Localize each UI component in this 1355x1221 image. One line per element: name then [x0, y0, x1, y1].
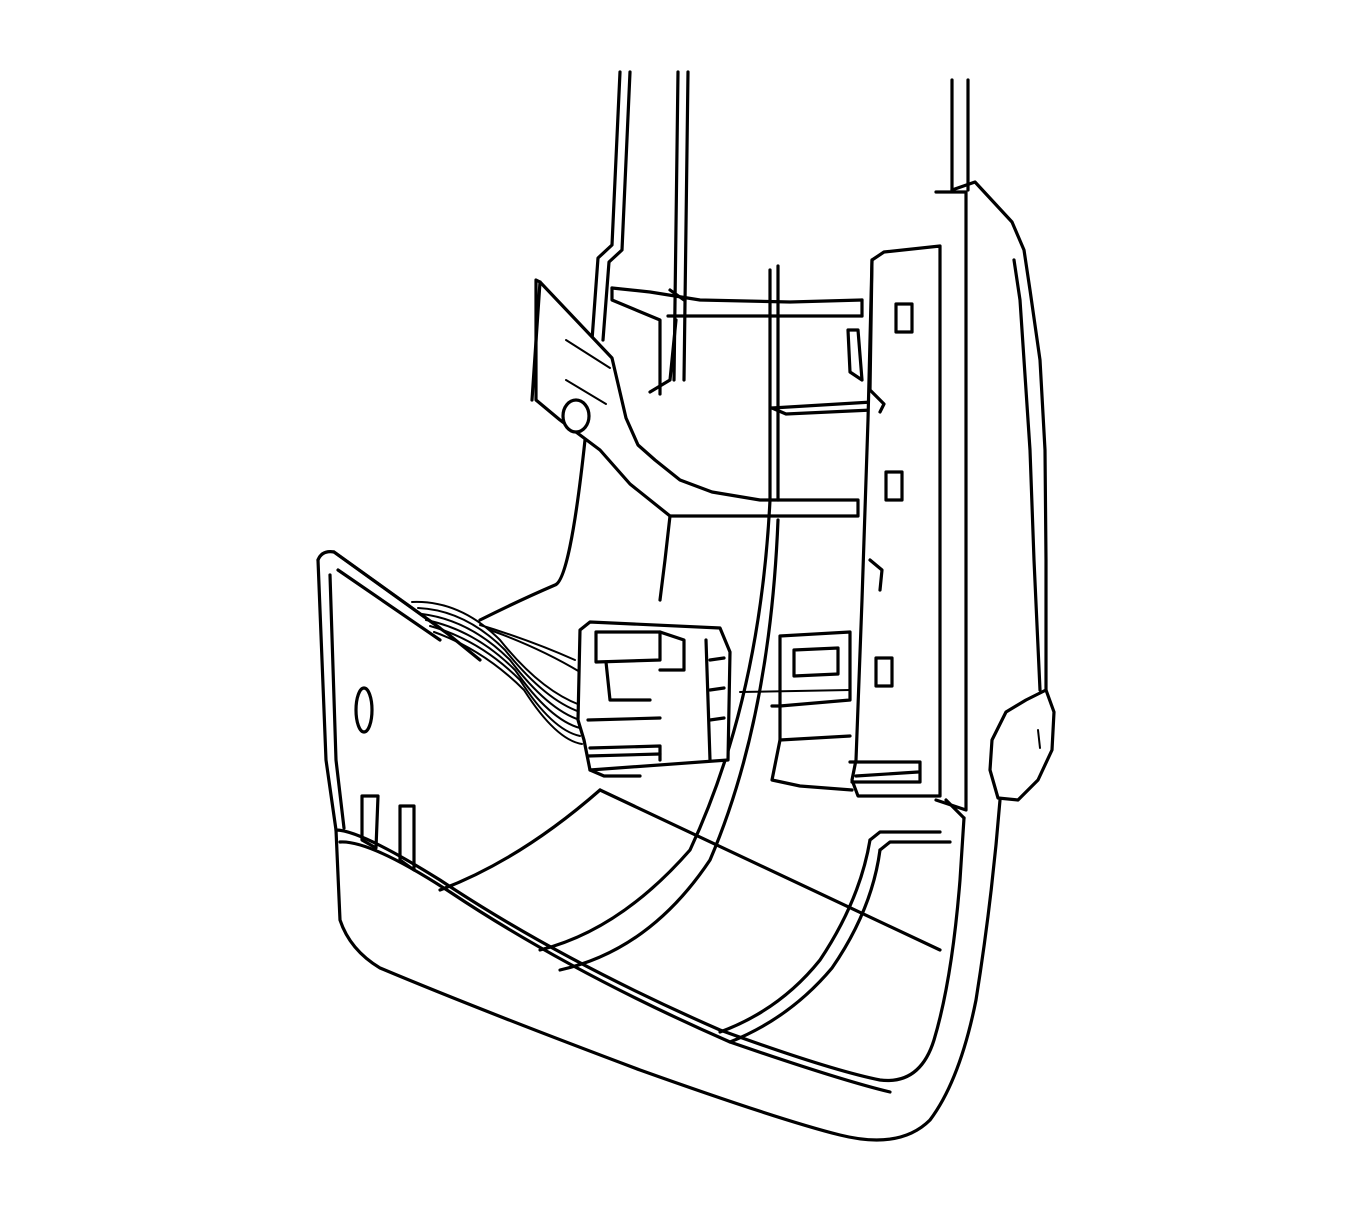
upper-rib [610, 286, 874, 416]
switch-slot-2 [884, 470, 904, 502]
wiring-connector [576, 620, 732, 778]
switch-slot-3 [874, 656, 894, 688]
wire-harness [411, 600, 851, 745]
right-trim-strip [950, 78, 1048, 692]
mounting-bracket [530, 278, 860, 518]
bottom-shell [334, 798, 1002, 1142]
bracket-hole [561, 398, 591, 434]
upper-trim-strip [590, 70, 690, 382]
housing-socket [770, 630, 854, 792]
outer-edge-right [988, 258, 1056, 802]
switch-module [848, 190, 968, 812]
switch-slot-1 [894, 302, 914, 334]
panel-slot [354, 686, 374, 734]
left-side-panel [316, 550, 482, 872]
inner-walls [438, 264, 942, 972]
